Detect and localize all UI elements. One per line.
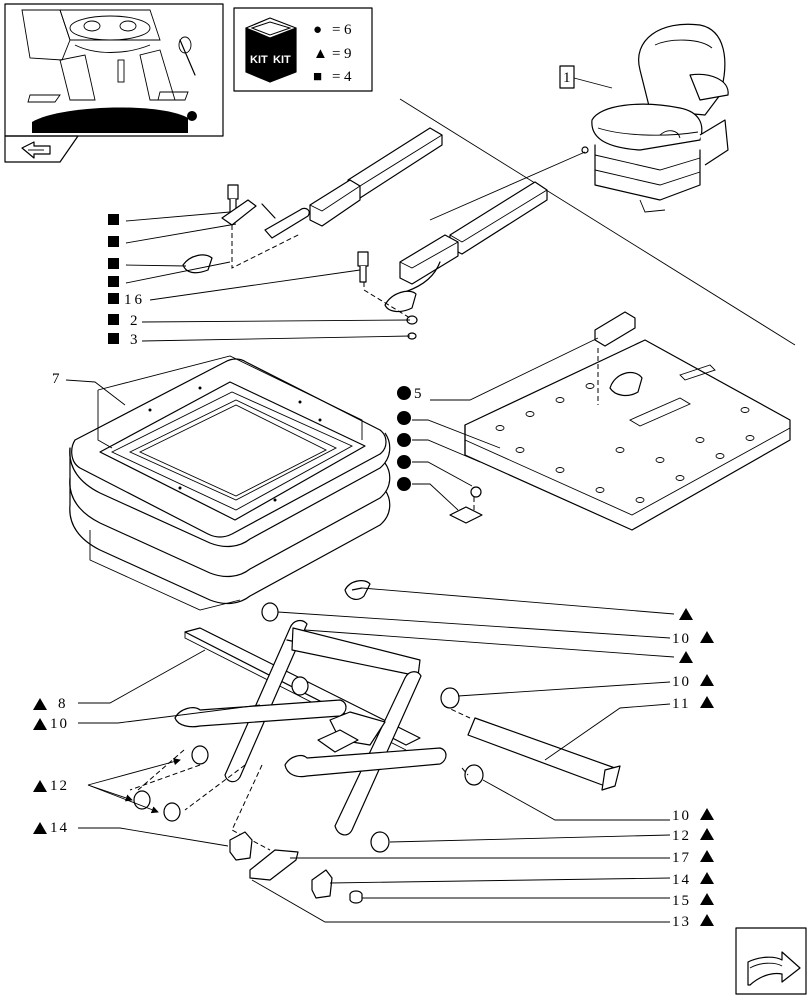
leader-seat-to-plate [399,98,796,346]
rail-fasteners [182,184,418,340]
circle-callout-5: 5 [414,386,422,402]
scissor-mechanism [129,580,621,904]
legend-square-symbol: ■ [313,69,322,85]
right-triangle-callout-11: 11 [672,696,690,712]
legend-triangle-symbol: ▲ [313,46,328,62]
legend-circle-equals: = [332,22,340,38]
square-callouts: 16 2 3 [108,211,411,348]
right-triangle-callout-10c: 10 [672,808,691,824]
left-triangle-callout-8: 8 [58,696,66,712]
base-plate [449,311,791,531]
left-triangle-callout-14: 14 [50,820,69,836]
kit-label-right: KIT [273,54,291,66]
right-triangle-callout-15: 15 [672,893,691,909]
legend-triangle-count: 9 [344,46,352,62]
right-triangle-callout-17: 17 [672,850,691,866]
tractor-cab-pedals-icon [8,7,220,133]
slide-rails [261,127,548,293]
kit-legend: KIT KIT ● = 6 ▲ = 9 ■ = 4 [233,7,373,92]
previous-page-arrow-icon[interactable] [4,135,79,163]
square-callout-2b: 2 [130,313,138,329]
legend-square-equals: = [332,69,340,85]
left-triangle-callouts: 8 10 12 14 [33,649,261,847]
left-triangle-callout-10: 10 [50,716,69,732]
square-callout-3b: 3 [130,332,138,348]
right-triangle-callout-14: 14 [672,872,691,888]
right-triangle-callouts: 10 10 11 10 12 17 14 15 13 [251,587,714,930]
right-triangle-callout-12: 12 [672,828,691,844]
legend-square-count: 4 [344,69,352,85]
left-triangle-callout-12: 12 [50,778,69,794]
seat-callout: 1 [563,70,571,86]
kit-label-left: KIT [250,54,268,66]
right-triangle-callout-10b: 10 [672,674,691,690]
legend-circle-count: 6 [344,22,352,38]
right-triangle-callout-13: 13 [672,914,691,930]
bellows-callout: 7 [52,371,60,387]
kit-box-icon: KIT KIT [245,17,297,83]
right-triangle-callout-10a: 10 [672,631,691,647]
thumbnail-view[interactable] [4,3,224,163]
seat-assembly: 1 [559,23,729,213]
legend-triangle-equals: = [332,46,340,62]
seat-bellows: 7 [52,355,391,611]
leader-seat-to-rails [429,151,586,221]
circle-callouts: 5 [397,337,599,511]
next-page-arrow-icon[interactable] [735,927,807,995]
legend-circle-symbol: ● [313,22,322,38]
square-callout-16: 16 [124,292,145,308]
